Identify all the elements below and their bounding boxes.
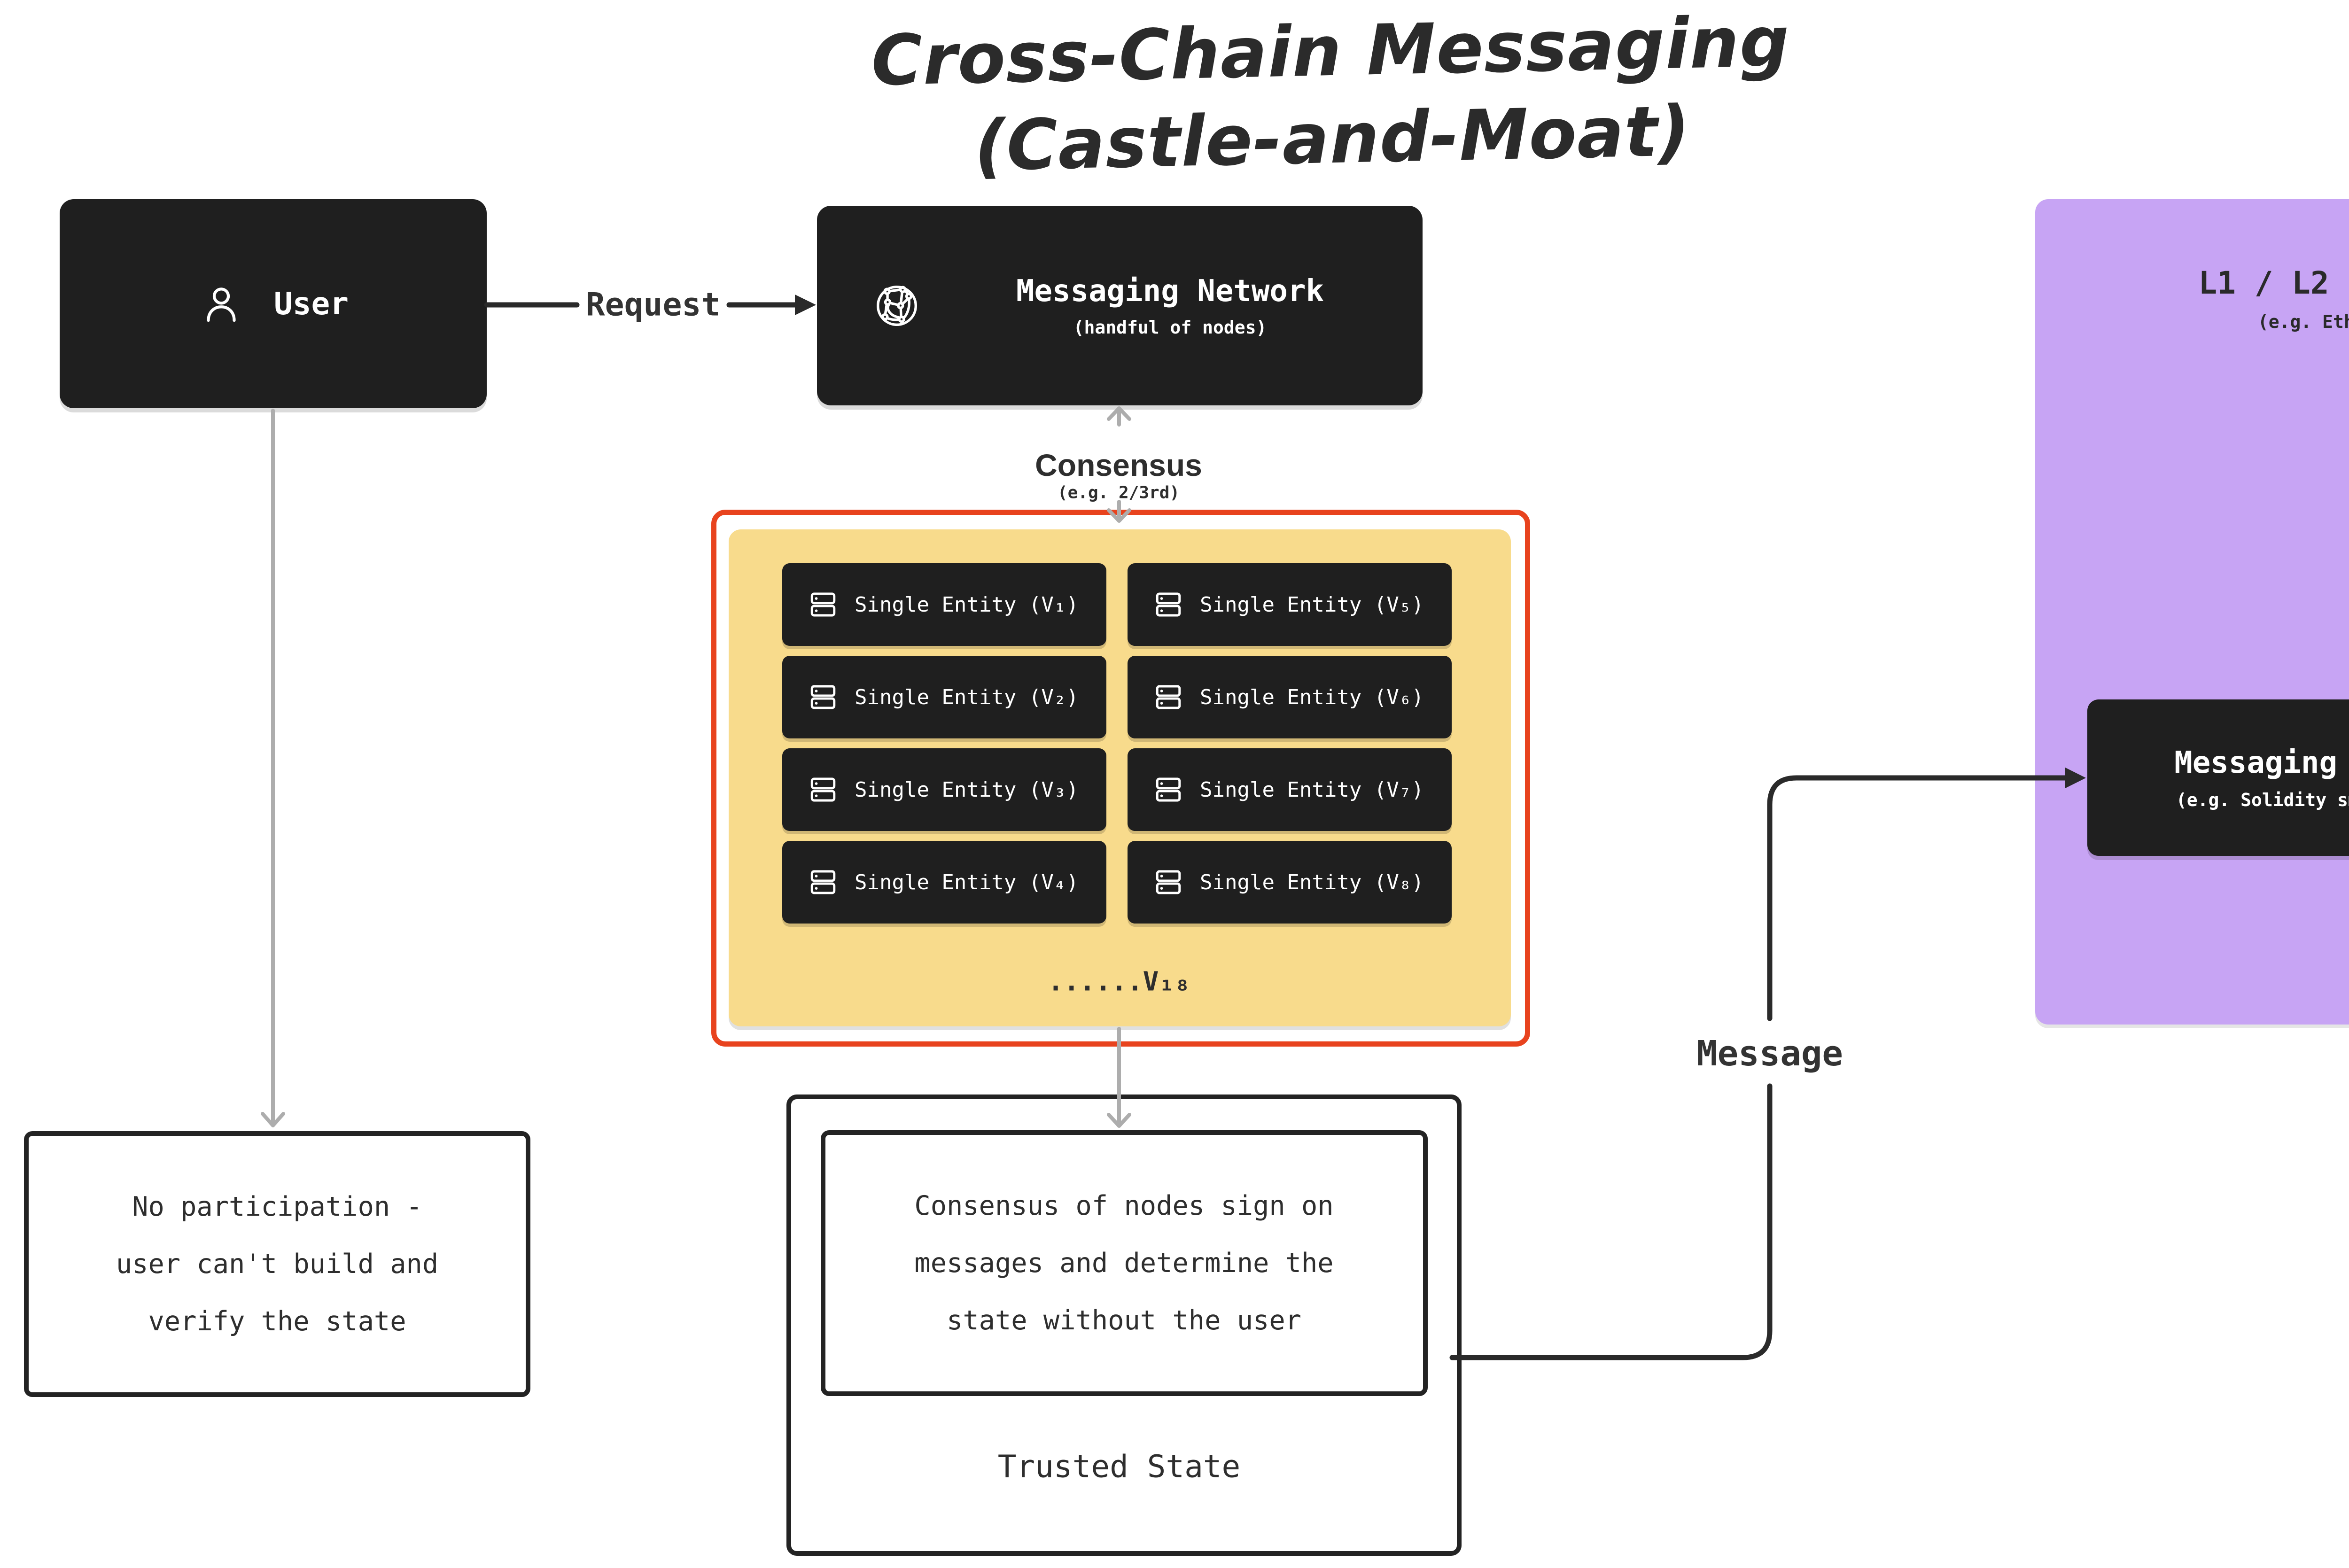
no-participation-body: No participation - user can't build and …: [116, 1178, 438, 1350]
network-globe-links: [884, 288, 910, 321]
entity-label: Single Entity (V₆): [1200, 685, 1424, 709]
trusted-state-inner-box: Consensus of nodes sign on messages and …: [820, 1130, 1428, 1396]
entity-label: Single Entity (V₈): [1200, 870, 1424, 894]
entity-box-v4: Single Entity (V₄): [782, 841, 1106, 924]
no-participation-line: verify the state: [148, 1306, 406, 1337]
user-to-no-participation-arrow: [261, 409, 285, 1127]
entity-box-v6: Single Entity (V₆): [1128, 656, 1452, 738]
person-icon-body: [207, 305, 236, 322]
user-box: User: [60, 199, 487, 408]
network-node: [905, 292, 913, 300]
server-icon: [1156, 870, 1181, 894]
server-icon: [810, 685, 836, 709]
server-icon-led: [815, 597, 818, 600]
trusted-state-box: Consensus of nodes sign on messages and …: [786, 1094, 1462, 1556]
messaging-network-title: Messaging Network: [1016, 273, 1324, 309]
entity-box-v5: Single Entity (V₅): [1128, 563, 1452, 646]
message-arrow-label: Message: [1696, 1033, 1843, 1074]
network-node: [897, 302, 904, 309]
network-globe-sphere: [876, 285, 918, 326]
entity-label: Single Entity (V₇): [1200, 777, 1424, 802]
person-icon-head: [212, 287, 230, 304]
entity-label: Single Entity (V₄): [855, 870, 1079, 894]
l1-l2-network-title: L1 / L2 Network: [2198, 265, 2349, 301]
messaging-network-subtitle: (handful of nodes): [1073, 317, 1267, 338]
entity-label: Single Entity (V₃): [855, 777, 1079, 802]
server-icon: [1156, 592, 1181, 617]
request-arrowhead: [795, 295, 816, 315]
server-icon: [1156, 777, 1181, 802]
server-icon-led: [815, 609, 818, 613]
messaging-network-box: Messaging Network (handful of nodes): [817, 206, 1423, 405]
consensus-up-arrow: [1107, 406, 1131, 427]
entity-box-v1: Single Entity (V₁): [782, 563, 1106, 646]
server-icon-top: [810, 592, 836, 605]
consensus-label: Consensus: [1035, 448, 1202, 482]
server-icon-bottom: [810, 605, 836, 617]
no-participation-line: No participation -: [132, 1191, 422, 1222]
entity-label: Single Entity (V₁): [855, 592, 1079, 617]
server-icon: [1156, 685, 1181, 709]
message-line-lower: [1449, 1083, 1773, 1360]
no-participation-line: user can't build and: [116, 1249, 439, 1280]
l1-l2-network-box: L1 / L2 Network (e.g. Ethereum): [2035, 199, 2349, 1025]
no-participation-box: No participation - user can't build and …: [24, 1131, 530, 1397]
entity-box-v8: Single Entity (V₈): [1128, 841, 1452, 924]
l1-l2-network-subtitle: (e.g. Ethereum): [2257, 311, 2349, 332]
network-globe-icon: [876, 285, 918, 326]
entity-box-v7: Single Entity (V₇): [1128, 748, 1452, 831]
network-node: [881, 313, 889, 320]
person-icon: [207, 287, 236, 322]
l1-l2-network-text: L1 / L2 Network (e.g. Ethereum): [2035, 265, 2349, 332]
message-line-upper: [1767, 775, 2068, 1021]
network-node: [898, 315, 905, 323]
entity-box-v3: Single Entity (V₃): [782, 748, 1106, 831]
trusted-state-body-line: messages and determine the: [914, 1248, 1334, 1279]
messaging-protocol-subtitle: (e.g. Solidity smart contract): [2176, 789, 2349, 810]
server-icon: [810, 592, 836, 617]
request-arrow-label: Request: [585, 286, 721, 324]
consensus-up-arrowhead: [1107, 406, 1131, 421]
entity-box-v2: Single Entity (V₂): [782, 656, 1106, 738]
messaging-network-text: Messaging Network (handful of nodes): [946, 274, 1423, 338]
consensus-sublabel: (e.g. 2/3rd): [1057, 483, 1180, 503]
entity-label: Single Entity (V₂): [855, 685, 1079, 709]
trusted-state-body: Consensus of nodes sign on messages and …: [914, 1177, 1333, 1349]
trusted-state-body-line: state without the user: [947, 1305, 1301, 1336]
server-icon: [810, 777, 836, 802]
more-validators-label: ......V₁₈: [1048, 966, 1190, 997]
trusted-state-body-line: Consensus of nodes sign on: [914, 1190, 1334, 1221]
network-node: [884, 298, 892, 306]
user-box-label: User: [274, 286, 349, 322]
trusted-state-label: Trusted State: [997, 1448, 1241, 1485]
page-title: Cross-Chain Messaging (Castle-and-Moat): [766, 0, 1897, 194]
user-down-arrowhead: [261, 1112, 285, 1127]
entity-label: Single Entity (V₅): [1200, 592, 1424, 617]
messaging-protocol-box: Messaging Protocol (e.g. Solidity smart …: [2087, 699, 2349, 856]
server-icon: [810, 870, 836, 894]
network-node: [883, 287, 891, 295]
messaging-protocol-title: Messaging Protocol: [2174, 745, 2349, 780]
network-node: [899, 286, 907, 293]
